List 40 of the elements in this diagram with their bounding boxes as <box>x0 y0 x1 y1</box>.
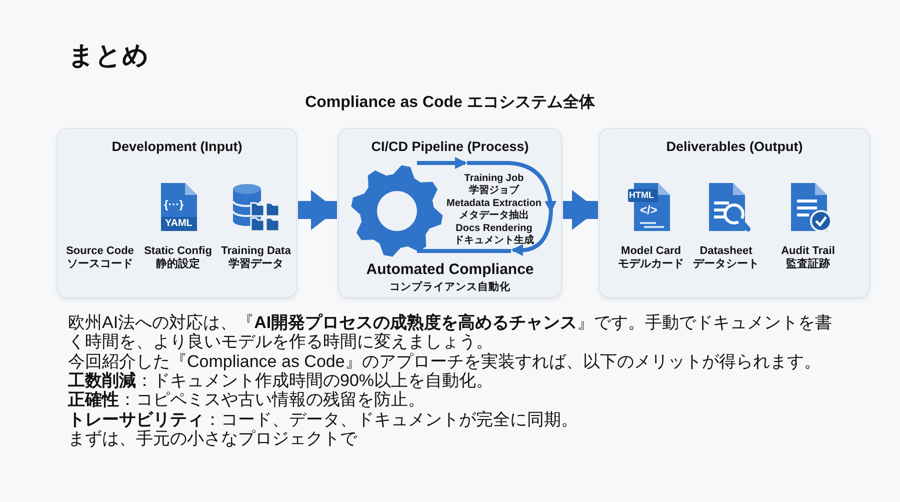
body-text: 工数削減：ドキュメント作成時間の90%以上を自動化。 <box>68 370 494 390</box>
step-label: ドキュメント生成 <box>454 235 534 246</box>
item-label: 学習データ <box>228 258 284 271</box>
panel-heading: Development (Input) <box>112 139 242 154</box>
item-label: Audit Trail <box>781 245 835 258</box>
title: まとめ <box>68 39 149 72</box>
panel-heading: CI/CD Pipeline (Process) <box>371 139 529 154</box>
item-label: Static Config <box>144 245 212 258</box>
item-label: Source Code <box>66 245 134 258</box>
icon-label: </> <box>640 203 658 217</box>
step-label: Metadata Extraction <box>446 198 542 209</box>
panel <box>338 128 562 298</box>
item-label: Model Card <box>621 245 681 258</box>
item-label: データシート <box>693 258 759 271</box>
step-label: 学習ジョブ <box>469 185 519 196</box>
step-label: Docs Rendering <box>456 223 532 234</box>
body-text: 欧州AI法への対応は、『AI開発プロセスの成熟度を高めるチャンス』です。手動でドキュメントを書く時間を、より良いモデルを作る時間に変えましょう。 <box>68 313 834 352</box>
subtitle: Compliance as Code エコシステム全体 <box>304 92 596 113</box>
panel <box>57 128 297 298</box>
body-text: 今回紹介した『Compliance as Code』のアプローチを実装すれば、以下のメリットが得られます。 <box>68 352 821 371</box>
body-text: まずは、手元の小さなプロジェクトで <box>68 428 357 448</box>
icon-label: YAML <box>165 218 192 229</box>
step-label: メタデータ抽出 <box>459 210 529 221</box>
item-label: Training Data <box>221 245 291 258</box>
item-label: ソースコード <box>67 258 133 271</box>
icon-label: {···} <box>164 199 184 211</box>
block-arrow <box>563 190 598 230</box>
item-label: Datasheet <box>700 245 752 258</box>
panel-heading: Deliverables (Output) <box>666 139 803 154</box>
step-label: Training Job <box>464 173 524 184</box>
body-text: トレーサビリティ：コード、データ、ドキュメントが完全に同期。 <box>68 410 578 429</box>
block-arrow <box>298 190 337 230</box>
body-text: 正確性：コピペミスや古い情報の残留を防止。 <box>68 390 425 410</box>
panel-footer-subtitle: コンプライアンス自動化 <box>390 281 510 293</box>
panel-footer-title: Automated Compliance <box>366 261 534 278</box>
item-label: 監査証跡 <box>786 258 830 271</box>
panel <box>599 128 870 298</box>
item-label: 静的設定 <box>156 258 200 271</box>
item-label: モデルカード <box>618 258 684 271</box>
icon-label: HTML <box>629 190 654 200</box>
